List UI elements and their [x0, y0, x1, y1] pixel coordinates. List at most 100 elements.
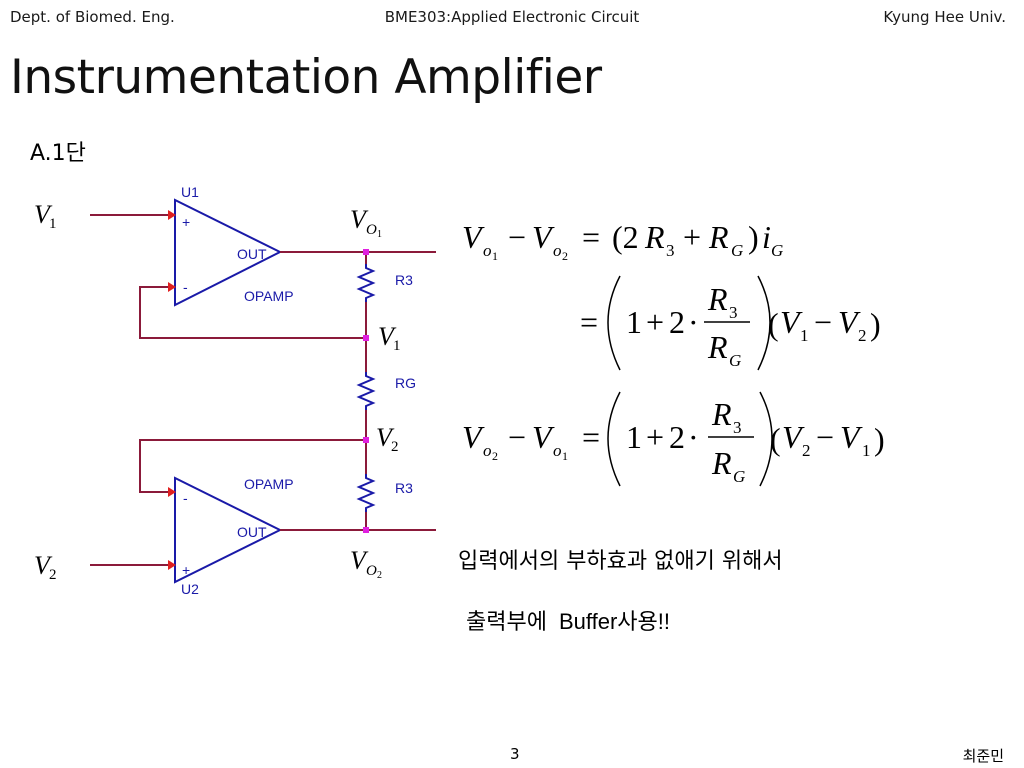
svg-text:R: R	[644, 219, 665, 255]
symbol-vo2: V O 2	[350, 546, 382, 581]
svg-text:2: 2	[391, 439, 399, 455]
svg-text:2: 2	[669, 304, 685, 340]
svg-text:−: −	[508, 219, 526, 255]
note-line-2-b: Buffer사용!!	[558, 609, 670, 634]
svg-text:3: 3	[666, 241, 675, 260]
opamp-u1-model: OPAMP	[244, 288, 294, 304]
svg-text:V: V	[350, 205, 369, 234]
svg-text:V: V	[838, 304, 861, 340]
resistor-r3-bottom: R3	[356, 474, 413, 512]
svg-text:=: =	[582, 419, 600, 455]
slide-title: Instrumentation Amplifier	[10, 50, 602, 105]
svg-text:O: O	[366, 563, 377, 579]
opamp-u2-model: OPAMP	[244, 476, 294, 492]
svg-text:2: 2	[562, 249, 568, 263]
svg-text:1: 1	[626, 304, 642, 340]
svg-text:3: 3	[729, 303, 738, 322]
note-line-1: 입력에서의 부하효과 없애기 위해서	[458, 549, 783, 574]
svg-text:·: ·	[688, 419, 699, 455]
svg-text:2: 2	[377, 570, 382, 581]
resistor-r3-top-label: R3	[395, 272, 413, 288]
svg-text:V: V	[34, 551, 53, 580]
svg-text:(2: (2	[612, 219, 639, 255]
svg-text:1: 1	[562, 449, 568, 463]
opamp-u2-out: OUT	[237, 524, 267, 540]
resistor-r3-top: R3	[356, 264, 413, 302]
svg-text:V: V	[532, 219, 555, 255]
svg-text:): )	[874, 421, 885, 457]
header-course: BME303:Applied Electronic Circuit	[384, 8, 640, 26]
svg-text:G: G	[733, 467, 745, 486]
svg-text:+: +	[683, 219, 701, 255]
svg-text:1: 1	[393, 338, 401, 354]
equation-2: = 1 + 2 · R 3 R G ( V 1 − V 2 )	[580, 275, 881, 371]
opamp-u2: U2 + - OUT OPAMP	[174, 476, 294, 597]
svg-text:V: V	[782, 419, 805, 455]
svg-text:R: R	[707, 281, 728, 317]
svg-text:R: R	[707, 329, 728, 365]
svg-text:−: −	[816, 419, 834, 455]
svg-text:V: V	[350, 546, 369, 575]
svg-text:G: G	[729, 351, 741, 370]
svg-text:2: 2	[49, 567, 57, 583]
svg-text:R: R	[711, 396, 732, 432]
svg-text:i: i	[762, 219, 771, 255]
svg-text:o: o	[553, 441, 562, 460]
svg-text:+: +	[646, 304, 664, 340]
svg-text:(: (	[770, 421, 781, 457]
svg-text:R: R	[711, 445, 732, 481]
author-name: 최준민	[962, 747, 1004, 765]
opamp-u1: U1 + - OUT OPAMP	[174, 184, 294, 307]
circuit-diagram: U1 + - OUT OPAMP U2 + - OUT OPAMP	[34, 184, 436, 597]
svg-text:=: =	[580, 304, 598, 340]
svg-text:1: 1	[377, 229, 382, 240]
svg-text:V: V	[376, 423, 395, 452]
opamp-u2-name: U2	[181, 581, 199, 597]
svg-text:2: 2	[802, 441, 811, 460]
header-department: Dept. of Biomed. Eng.	[10, 8, 175, 26]
svg-text:V: V	[840, 419, 863, 455]
symbol-v1-input: V 1	[34, 200, 57, 232]
svg-text:V: V	[780, 304, 803, 340]
equation-1: V o 1 − V o 2 = (2 R 3 + R G ) i G	[462, 219, 783, 263]
header-university: Kyung Hee Univ.	[883, 8, 1006, 26]
svg-text:o: o	[483, 441, 492, 460]
page-number: 3	[510, 745, 520, 763]
svg-text:G: G	[731, 241, 743, 260]
svg-text:O: O	[366, 222, 377, 238]
svg-text:(: (	[768, 306, 779, 342]
svg-text:G: G	[771, 241, 783, 260]
symbol-vo1: V O 1	[350, 205, 382, 240]
symbol-v1-node: V 1	[378, 322, 401, 354]
svg-text:1: 1	[492, 249, 498, 263]
svg-text:2: 2	[669, 419, 685, 455]
svg-text:1: 1	[626, 419, 642, 455]
circuit-nodes	[363, 249, 369, 533]
symbol-v2-node: V 2	[376, 423, 399, 455]
section-label: A.1단	[30, 141, 86, 166]
opamp-u2-plus: +	[182, 562, 190, 578]
note-line-2: 출력부에 Buffer사용!!	[466, 604, 670, 636]
opamp-u1-minus: -	[183, 279, 188, 295]
svg-text:3: 3	[733, 418, 742, 437]
svg-text:V: V	[532, 419, 555, 455]
svg-text:2: 2	[492, 449, 498, 463]
svg-text:1: 1	[862, 441, 871, 460]
opamp-u1-triangle	[174, 198, 283, 307]
opamp-u1-out: OUT	[237, 246, 267, 262]
pin-arrows	[168, 210, 176, 570]
note-line-2-a: 출력부에	[466, 610, 547, 635]
svg-text:=: =	[582, 219, 600, 255]
svg-text:o: o	[553, 241, 562, 260]
opamp-u1-plus: +	[182, 214, 190, 230]
svg-text:o: o	[483, 241, 492, 260]
svg-text:V: V	[462, 419, 485, 455]
svg-text:−: −	[508, 419, 526, 455]
symbol-v2-input: V 2	[34, 551, 57, 583]
svg-text:1: 1	[800, 326, 809, 345]
opamp-u1-name: U1	[181, 184, 199, 200]
svg-text:1: 1	[49, 216, 57, 232]
svg-text:R: R	[708, 219, 729, 255]
resistor-r3-bottom-label: R3	[395, 480, 413, 496]
resistor-rg-label: RG	[395, 375, 416, 391]
